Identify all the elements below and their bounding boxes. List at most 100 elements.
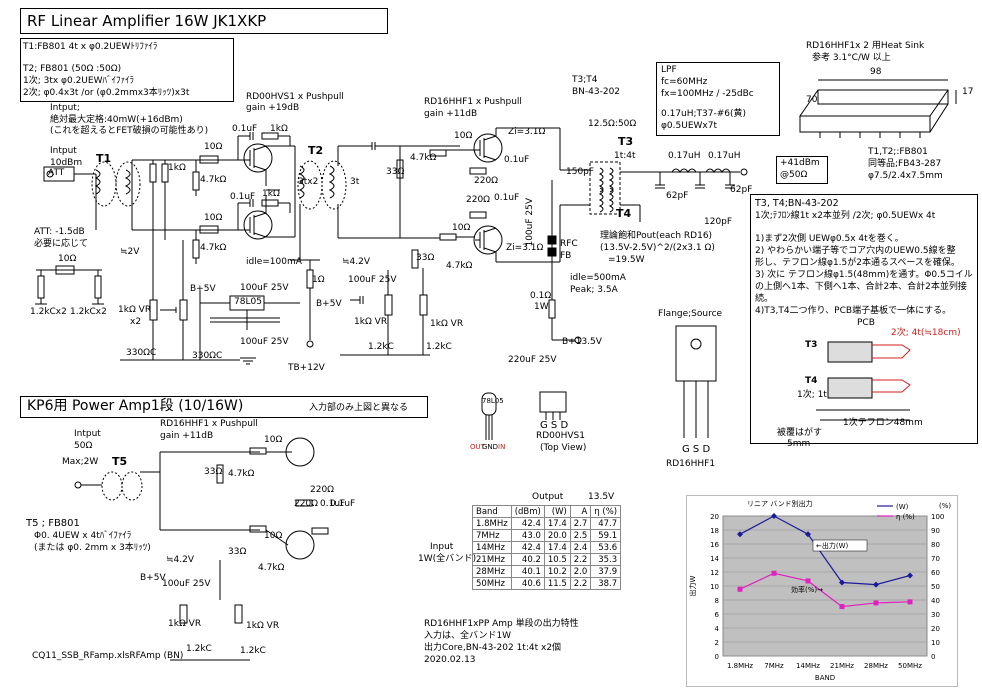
heatsink-depth: 70 xyxy=(806,95,818,105)
heatsink-thermal: 参考 3.1°C/W 以上 xyxy=(812,53,891,63)
stage2-gain: gain +11dB xyxy=(424,109,478,119)
lpf-fc: fc=60MHz xyxy=(661,77,708,87)
kp6-r-47k-a: 4.7kΩ xyxy=(228,469,255,479)
chart-ytick-right-label: 80 xyxy=(931,541,940,549)
table-header: (W) xyxy=(543,505,571,518)
table-cell: 1.8MHz xyxy=(472,517,512,530)
heatsink-drawing xyxy=(799,79,957,138)
chart-ytick-right-label: 70 xyxy=(931,555,940,563)
stage1-gate-r-b: 10Ω xyxy=(204,213,223,223)
t3t4-box-sub: 1次;ﾃﾌﾛﾝ線1t x2本並列 /2次; φ0.5UEWx 4t xyxy=(755,211,936,221)
kp6-title-note: 入力部のみ上図と異なる xyxy=(309,403,409,413)
table-note-2: 入力は、全バンド1W xyxy=(424,631,512,641)
table-note-4: 2020.02.13 xyxy=(424,655,476,665)
core-note-3: φ7.5/2.4x7.5mm xyxy=(868,171,943,181)
table-cell: 50MHz xyxy=(472,577,512,590)
heatsink-height: 17 xyxy=(962,87,974,97)
chart-ytick-label: 8 xyxy=(715,597,719,605)
kp6-cap-a: 0.1uF xyxy=(320,499,346,509)
pout-dbm: +41dBm xyxy=(780,158,820,168)
t3t4-step-3c: 続。 xyxy=(755,294,774,304)
stage2-r-220-a: 220Ω xyxy=(474,176,499,186)
att-block-label: ATT xyxy=(48,168,65,178)
stage1-gain: gain +19dB xyxy=(246,103,300,113)
chart-ylabel: 出力W xyxy=(688,575,697,596)
kp6-r-33-b: 33Ω xyxy=(228,547,247,557)
table-cell: 17.4 xyxy=(543,541,571,554)
title-box: RF Linear Amplifier 16W JK1XKP xyxy=(20,8,388,34)
att-note-2: 必要に応じて xyxy=(34,239,89,249)
lpf-inductor-a: 0.17uH xyxy=(668,151,701,161)
rd16-name: RD16HHF1 xyxy=(666,459,716,469)
t3t4-construction-drawing xyxy=(816,341,911,421)
stage2-idle: idle=500mA xyxy=(570,273,626,283)
chart-series-line-1 xyxy=(739,572,911,608)
t3t4-step-2: 2) やわらかい端子等でコア穴内のUEW0.5線を整 xyxy=(755,246,956,256)
primary-turns-label: 1次; 1t xyxy=(797,390,827,400)
table-cell: 7MHz xyxy=(472,529,512,542)
chart-ytick-right-label: 100 xyxy=(931,513,944,521)
table-cell: 2.0 xyxy=(569,565,592,578)
stage2-peak: Peak; 3.5A xyxy=(570,285,618,295)
chart-point xyxy=(737,531,743,538)
reg-package-label: 78L05 xyxy=(482,397,504,405)
kp6-r-220-a: 220Ω xyxy=(310,485,335,495)
table-cell: 2.5 xyxy=(569,529,592,542)
rd16-pins: G S D xyxy=(682,444,711,455)
transformer-notes-box: T1:FB801 4t x φ0.2UEWﾄﾘﾌｧｲﾗ T2; FB801 (5… xyxy=(20,38,234,102)
lpf-cap-62-a: 62pF xyxy=(666,191,689,201)
stage1-bias-r-b: 4.7kΩ xyxy=(200,243,227,253)
stage1-idle: idle=100mA xyxy=(246,257,302,267)
att-note: ATT: -1.5dB xyxy=(34,227,85,237)
chart-annotation: ←出力(W) xyxy=(816,541,849,550)
t5-note-1: T5 ; FB801 xyxy=(26,518,80,529)
chart-ytick-label: 2 xyxy=(715,639,719,647)
input-level: 10dBm xyxy=(50,158,83,168)
stage2-cap-a: 0.1uF xyxy=(504,155,530,165)
input-label: Intput; xyxy=(50,103,80,113)
chart-title: リニア バンド別出力 xyxy=(747,499,813,508)
chart-ytick-right-label: 60 xyxy=(931,569,940,577)
heatsink-width: 98 xyxy=(870,67,882,77)
stage1-r-a: 1kΩ xyxy=(270,124,288,134)
theory-line-2: (13.5V-2.5V)^2/(2x3.1 Ω) xyxy=(600,243,715,253)
kp6-input-z: 50Ω xyxy=(74,441,93,451)
stage2-cap-100uf: 100uF 25V xyxy=(348,275,397,285)
stage2-vr-a: 1kΩ VR xyxy=(354,317,388,327)
drawing-t3-label: T3 xyxy=(805,340,818,350)
stage2-r-12k-a: 1.2kC xyxy=(368,342,394,352)
table-cell: 35.3 xyxy=(590,553,622,566)
rfc-label: RFC xyxy=(560,239,578,249)
table-cell: 11.5 xyxy=(543,577,571,590)
lpf-inductor-b: 0.17uH xyxy=(708,151,741,161)
rd00-view: (Top View) xyxy=(540,443,587,453)
regulator-label: 78L05 xyxy=(234,297,262,307)
stage2-gate-r-a: 10Ω xyxy=(454,131,473,141)
kp6-r-12k-b: 1.2kC xyxy=(240,646,266,656)
core-note-1: T1,T2;:FB801 xyxy=(868,147,928,157)
stage2-r-47k-b: 4.7kΩ xyxy=(446,261,473,271)
stage1-cap-100uf-a: 100uF 25V xyxy=(240,283,289,293)
chart-series-line-0 xyxy=(739,515,911,586)
strip-length-label: 5mm xyxy=(787,439,811,449)
chart-point xyxy=(805,578,811,584)
turns-ratio: 1t:4t xyxy=(614,151,636,161)
t5-label: T5 xyxy=(112,455,128,468)
stage2-b5v: B+5V xyxy=(316,299,342,309)
input-port-label: Intput xyxy=(50,146,77,156)
table-cell: 20.0 xyxy=(543,529,571,542)
strip-label: 被覆はがす xyxy=(777,428,823,438)
stage1-b5v: B+5V xyxy=(190,284,216,294)
table-cell: 2.4 xyxy=(569,541,592,554)
pcb-label: PCB xyxy=(857,318,875,328)
lpf-title: LPF xyxy=(661,65,677,75)
stage2-wiring xyxy=(340,127,590,356)
stage1-r-330-b: 330ΩC xyxy=(192,351,223,361)
lpf-cap-120: 120pF xyxy=(704,217,733,227)
att-resistor-b: 1.2kCx2 xyxy=(70,307,107,317)
stage2-gate-r-b: 10Ω xyxy=(452,223,471,233)
chart-point xyxy=(805,531,811,538)
